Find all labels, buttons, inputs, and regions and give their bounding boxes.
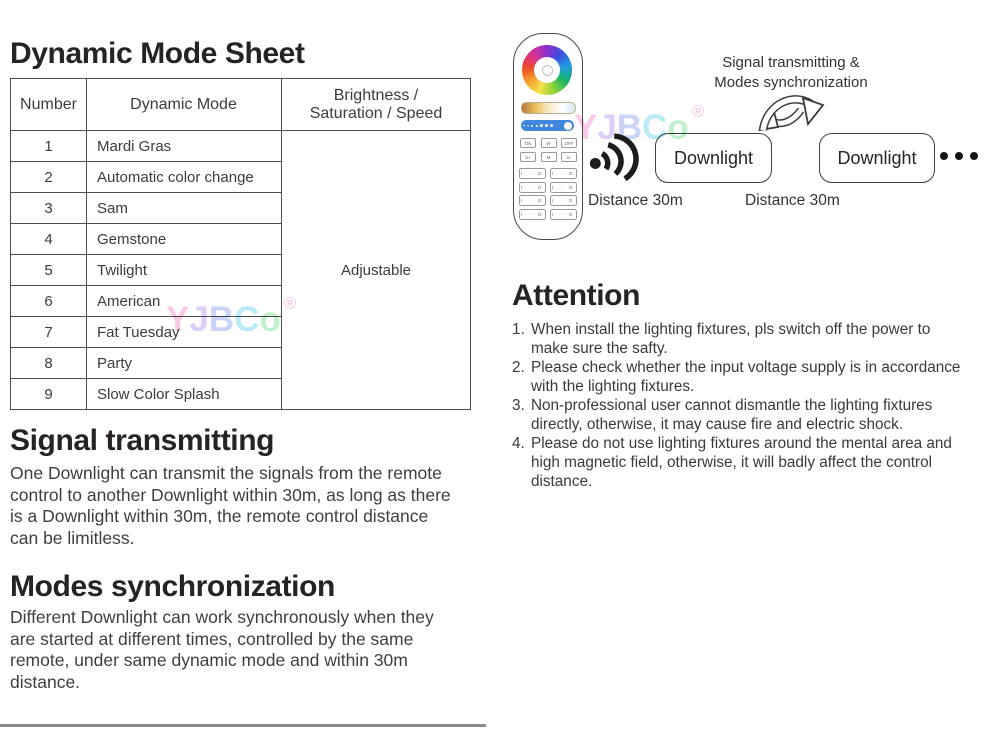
attention-item: 2. Please check whether the input voltag…: [512, 358, 970, 396]
item-number: 4.: [512, 435, 525, 452]
table-row: 8 Party: [10, 347, 471, 379]
color-wheel-icon: [522, 45, 572, 95]
row-number: 8: [10, 347, 87, 379]
row-number: 6: [10, 285, 87, 317]
item-number: 2.: [512, 359, 525, 376]
dynamic-mode-table: Number Dynamic Mode Brightness / Saturat…: [10, 78, 471, 410]
attention-item: 3. Non-professional user cannot dismantl…: [512, 396, 970, 434]
table-row: 4 Gemstone: [10, 223, 471, 255]
table-header-row: Number Dynamic Mode Brightness / Saturat…: [10, 78, 471, 131]
remote-zone-buttons: I ∙ O I ∙ O I ∙ O I ∙ O I ∙ O I ∙ O I ∙ …: [519, 168, 577, 220]
diagram-caption: Signal transmitting & Modes synchronizat…: [714, 54, 868, 91]
more-downlights-ellipsis-icon: [940, 152, 978, 160]
zone-button-2: I ∙ O: [550, 168, 577, 179]
row-mode: Sam: [86, 192, 282, 224]
row-number: 1: [10, 130, 87, 162]
color-wheel-ring-icon: [542, 65, 553, 76]
table-row: 3 Sam: [10, 192, 471, 224]
signal-transmitting-body: One Downlight can transmit the signals f…: [10, 463, 451, 548]
mode-button: M: [540, 152, 557, 162]
ellipsis-dot: [970, 152, 978, 160]
item-number: 3.: [512, 397, 525, 414]
white-button: W: [540, 138, 557, 148]
zone-button-3: I ∙ O: [519, 181, 546, 193]
row-mode: Automatic color change: [86, 161, 282, 193]
slider-dot: [550, 124, 553, 127]
distance-label-left: Distance 30m: [588, 192, 683, 209]
item-text: Non-professional user cannot dismantle t…: [531, 397, 933, 433]
item-text: Please do not use lighting fixtures arou…: [531, 435, 952, 490]
slider-dot: [531, 124, 533, 127]
on-button: ON: [520, 138, 536, 148]
row-mode: Mardi Gras: [86, 130, 282, 162]
attention-item: 4. Please do not use lighting fixtures a…: [512, 434, 970, 491]
row-number: 7: [10, 316, 87, 348]
attention-item: 1. When install the lighting fixtures, p…: [512, 320, 970, 358]
table-row: 1 Mardi Gras Adjustable: [10, 130, 471, 410]
zone-button-5: I ∙ O: [519, 195, 546, 206]
slider-dot: [540, 124, 543, 127]
ellipsis-dot: [955, 152, 963, 160]
row-number: 9: [10, 378, 87, 410]
table-row: 5 Twilight: [10, 254, 471, 286]
slider-dot: [545, 124, 548, 127]
row-number: 3: [10, 192, 87, 224]
item-number: 1.: [512, 321, 525, 338]
item-text: Please check whether the input voltage s…: [531, 359, 961, 395]
remote-control: ON W OFF S+ M S- I ∙ O I ∙ O I ∙ O I ∙ O…: [513, 33, 583, 240]
page-title: Dynamic Mode Sheet: [10, 37, 305, 70]
brightness-slider: [521, 120, 574, 131]
speed-minus-button: S-: [561, 152, 577, 162]
col-header-number: Number: [10, 78, 87, 131]
modes-synchronization-body: Different Downlight can work synchronous…: [10, 607, 434, 692]
col-header-adjust: Brightness / Saturation / Speed: [281, 78, 471, 131]
registered-mark-icon: ®: [691, 102, 705, 121]
downlight-box-left: Downlight: [655, 133, 772, 183]
row-mode: Gemstone: [86, 223, 282, 255]
slider-dot: [535, 124, 538, 127]
zone-button-1: I ∙ O: [519, 168, 546, 179]
row-mode: Slow Color Splash: [86, 378, 282, 410]
item-text: When install the lighting fixtures, pls …: [531, 321, 931, 357]
speed-plus-button: S+: [520, 152, 536, 162]
zone-button-4: I ∙ O: [550, 181, 577, 193]
slider-knob-icon: [564, 121, 572, 130]
slider-dot: [527, 124, 529, 127]
col-header-mode: Dynamic Mode: [86, 78, 282, 131]
adjustable-cell: Adjustable: [281, 130, 471, 410]
ellipsis-dot: [940, 152, 948, 160]
rf-signal-icon: [589, 133, 639, 182]
table-row: 6 American: [10, 285, 471, 317]
modes-synchronization-title: Modes synchronization: [10, 570, 335, 603]
row-number: 2: [10, 161, 87, 193]
row-mode: Party: [86, 347, 282, 379]
distance-label-right: Distance 30m: [745, 192, 840, 209]
zone-button-6: I ∙ O: [550, 195, 577, 206]
attention-list: 1. When install the lighting fixtures, p…: [512, 320, 970, 491]
row-number: 4: [10, 223, 87, 255]
table-row: 7 Fat Tuesday: [10, 316, 471, 348]
swap-arrows-icon: [757, 95, 825, 132]
table-row: 9 Slow Color Splash: [10, 378, 471, 410]
zone-button-8: I ∙ O: [550, 208, 577, 220]
slider-dot: [523, 124, 525, 127]
downlight-box-right: Downlight: [819, 133, 935, 183]
row-number: 5: [10, 254, 87, 286]
row-mode: Fat Tuesday: [86, 316, 282, 348]
attention-title: Attention: [512, 279, 641, 312]
off-button: OFF: [561, 138, 577, 148]
row-mode: Twilight: [86, 254, 282, 286]
page-divider-line: [0, 724, 486, 727]
signal-transmitting-title: Signal transmitting: [10, 424, 275, 457]
row-mode: American: [86, 285, 282, 317]
remote-main-buttons: ON W OFF S+ M S-: [520, 138, 577, 162]
white-temperature-slider: [521, 102, 576, 114]
zone-button-7: I ∙ O: [519, 208, 546, 220]
